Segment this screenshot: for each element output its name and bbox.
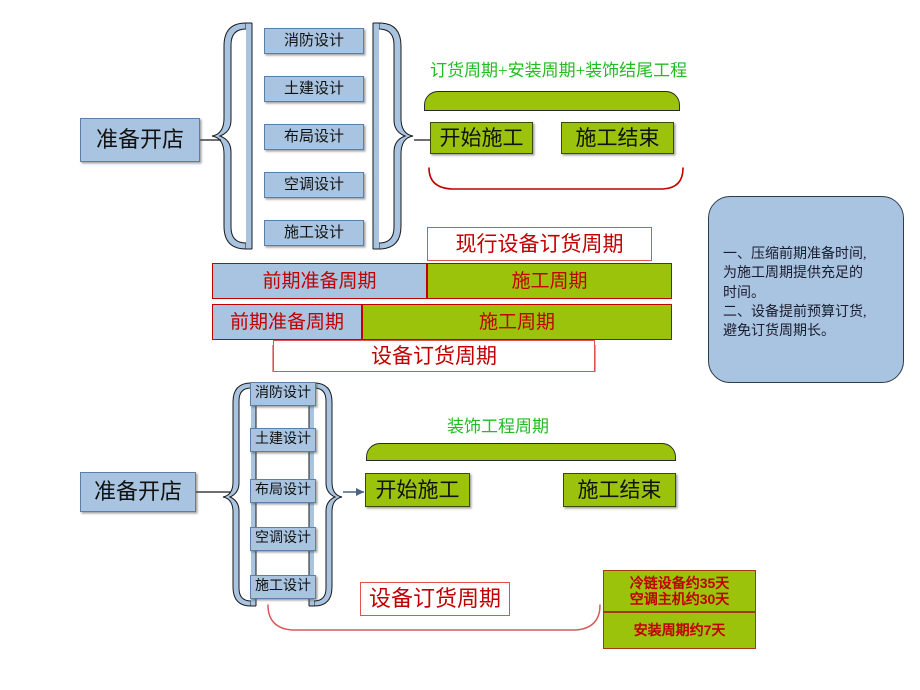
bar-current-prep: 前期准备周期 (212, 263, 427, 299)
bottom-cycle-caption-text: 装饰工程周期 (447, 417, 549, 436)
top-cycle-span-bar (424, 91, 680, 111)
bar-improved-prep-label: 前期准备周期 (229, 311, 344, 333)
arrowhead-icon (356, 488, 364, 496)
notes-text: 一、压缩前期准备时间, 为施工周期提供充足的 时间。 二、设备提前预算订货, 避… (723, 247, 867, 340)
top-design-item-0-label: 消防设计 (283, 32, 344, 49)
top-cycle-caption: 订货周期+安装周期+装饰结尾工程 (430, 62, 687, 79)
bottom-milestone-end[interactable]: 施工结束 (563, 473, 676, 507)
lead-time-cold-chain: 冷链设备约35天 (629, 574, 730, 591)
top-milestone-start-label: 开始施工 (439, 125, 524, 150)
bar-current-build-label: 施工周期 (511, 270, 588, 292)
top-design-item-4-label: 施工设计 (283, 224, 344, 241)
left-brace-top (211, 22, 247, 250)
top-design-item-0[interactable]: 消防设计 (264, 28, 364, 54)
top-root-node[interactable]: 准备开店 (80, 118, 200, 162)
equipment-order-cycle-label-bottom: 设备订货周期 (360, 582, 510, 616)
red-span-bracket-top (428, 167, 684, 190)
lead-time-equipment: 冷链设备约35天 空调主机约30天 (603, 570, 756, 612)
bottom-design-item-3-label: 空调设计 (255, 531, 311, 546)
bottom-design-item-1-label: 土建设计 (255, 432, 311, 447)
top-design-item-3[interactable]: 空调设计 (264, 172, 364, 198)
bottom-design-item-3[interactable]: 空调设计 (250, 527, 316, 551)
bottom-milestone-end-label: 施工结束 (577, 477, 662, 502)
equipment-order-cycle-text-bottom: 设备订货周期 (368, 586, 501, 611)
equipment-order-cycle-text-top: 设备订货周期 (371, 343, 497, 368)
bottom-design-item-4-label: 施工设计 (255, 579, 311, 594)
current-order-cycle-label: 现行设备订货周期 (427, 227, 652, 261)
top-design-item-3-label: 空调设计 (283, 176, 344, 193)
bar-improved-build: 施工周期 (362, 304, 672, 340)
top-design-item-4[interactable]: 施工设计 (264, 220, 364, 246)
bar-current-build: 施工周期 (427, 263, 672, 299)
top-design-item-2[interactable]: 布局设计 (264, 124, 364, 150)
equipment-order-cycle-label-top: 设备订货周期 (273, 340, 595, 372)
lead-time-install-label: 安装周期约7天 (633, 622, 726, 639)
current-order-cycle-text: 现行设备订货周期 (455, 231, 624, 256)
bar-current-prep-label: 前期准备周期 (262, 270, 377, 292)
bottom-design-item-0-label: 消防设计 (255, 386, 311, 401)
right-brace-top (378, 22, 414, 250)
top-milestone-end-label: 施工结束 (575, 125, 660, 150)
bottom-milestone-start-label: 开始施工 (375, 477, 460, 502)
bottom-design-item-2[interactable]: 布局设计 (250, 479, 316, 503)
top-milestone-start[interactable]: 开始施工 (430, 122, 533, 154)
bar-improved-prep: 前期准备周期 (212, 304, 362, 340)
lead-time-hvac: 空调主机约30天 (629, 591, 730, 607)
lead-time-install: 安装周期约7天 (603, 612, 756, 649)
bottom-design-item-0[interactable]: 消防设计 (250, 382, 316, 406)
bottom-cycle-caption: 装饰工程周期 (447, 418, 549, 435)
right-brace-bottom (313, 382, 343, 607)
bottom-design-item-4[interactable]: 施工设计 (250, 575, 316, 599)
top-cycle-caption-text: 订货周期+安装周期+装饰结尾工程 (430, 61, 688, 80)
bottom-design-item-2-label: 布局设计 (255, 483, 311, 498)
bottom-root-label: 准备开店 (93, 479, 182, 504)
left-brace-bottom (222, 382, 252, 607)
bar-improved-build-label: 施工周期 (478, 311, 555, 333)
notes-panel: 一、压缩前期准备时间, 为施工周期提供充足的 时间。 二、设备提前预算订货, 避… (708, 196, 904, 383)
bottom-root-node[interactable]: 准备开店 (80, 472, 196, 512)
bottom-design-item-1[interactable]: 土建设计 (250, 428, 316, 452)
top-design-item-2-label: 布局设计 (283, 128, 344, 145)
top-milestone-end[interactable]: 施工结束 (561, 122, 674, 154)
bottom-milestone-start[interactable]: 开始施工 (365, 473, 470, 507)
top-root-label: 准备开店 (95, 127, 184, 152)
top-design-item-1-label: 土建设计 (283, 80, 344, 97)
bottom-cycle-span-bar (366, 443, 676, 461)
top-design-item-1[interactable]: 土建设计 (264, 76, 364, 102)
